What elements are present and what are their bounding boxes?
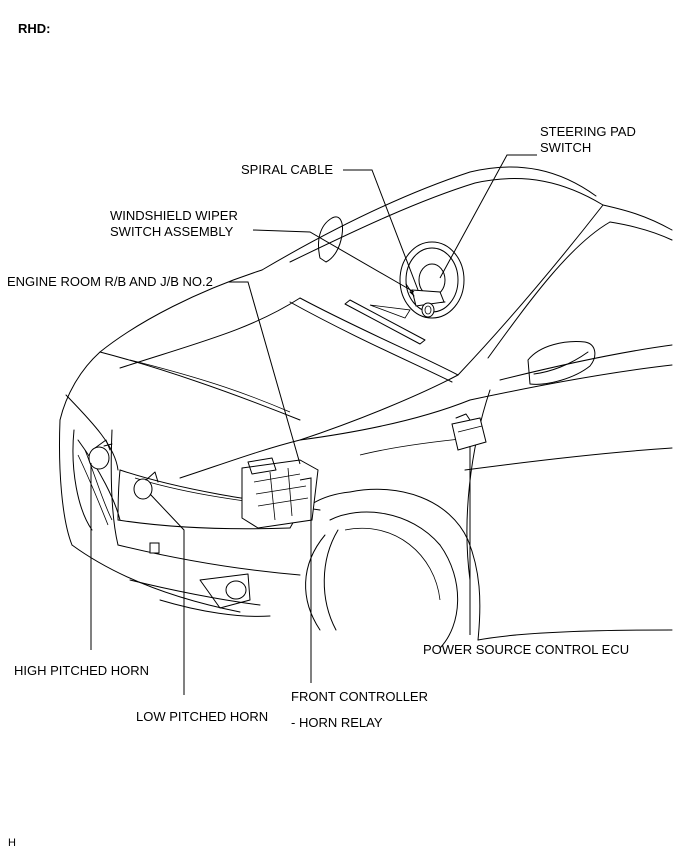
label-horn-relay: - HORN RELAY (291, 715, 383, 730)
header-title: RHD: (18, 21, 51, 36)
label-high-pitched-horn: HIGH PITCHED HORN (14, 663, 149, 678)
leader-lines (90, 154, 537, 695)
label-steering-pad-switch-line1: STEERING PAD (540, 124, 636, 139)
high-pitched-horn-part (88, 439, 113, 470)
car-illustration (59, 166, 673, 649)
marker-square (149, 542, 160, 554)
low-pitched-horn-part (133, 471, 159, 500)
label-engine-room-rb-jb: ENGINE ROOM R/B AND J/B NO.2 (7, 274, 213, 289)
label-windshield-wiper-line2: SWITCH ASSEMBLY (110, 224, 234, 239)
ecu-part (451, 413, 487, 451)
footer-code: H (8, 837, 16, 849)
label-low-pitched-horn: LOW PITCHED HORN (136, 709, 268, 724)
relay-block (241, 457, 319, 529)
label-power-source-control-ecu: POWER SOURCE CONTROL ECU (423, 642, 629, 657)
label-spiral-cable: SPIRAL CABLE (241, 162, 333, 177)
label-steering-pad-switch-line2: SWITCH (540, 140, 591, 155)
label-windshield-wiper-line1: WINDSHIELD WIPER (110, 208, 238, 223)
label-front-controller: FRONT CONTROLLER (291, 689, 428, 704)
